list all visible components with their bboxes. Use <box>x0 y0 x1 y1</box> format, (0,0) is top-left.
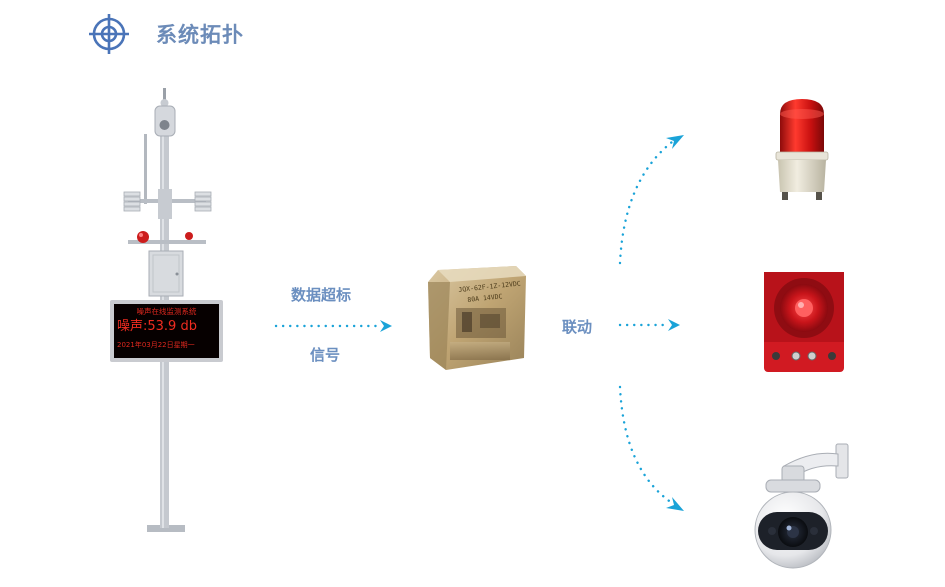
page-title: 系统拓扑 <box>156 23 244 47</box>
relay-icon <box>428 266 526 370</box>
led-date: 2021年03月22日星期一 <box>117 341 195 349</box>
warning-light-icon <box>775 99 829 200</box>
section-header: 系统拓扑 <box>88 10 244 58</box>
linkage-label: 联动 <box>562 318 593 336</box>
linkage-arrows <box>618 135 684 511</box>
signal-arrow <box>274 320 392 332</box>
dome-camera-icon <box>754 443 849 569</box>
led-screen: 噪声在线监测系统 噪声:53.9 db 2021年03月22日星期一 <box>114 304 219 358</box>
signal-label-top: 数据超标 <box>291 286 352 304</box>
siren-speaker-icon <box>764 272 844 372</box>
led-noise-value: 噪声:53.9 db <box>117 319 197 334</box>
led-display-board: 噪声在线监测系统 噪声:53.9 db 2021年03月22日星期一 <box>110 300 223 362</box>
signal-label-bottom: 信号 <box>310 346 341 364</box>
led-system-name: 噪声在线监测系统 <box>136 307 197 316</box>
crosshair-target-icon <box>89 14 129 54</box>
